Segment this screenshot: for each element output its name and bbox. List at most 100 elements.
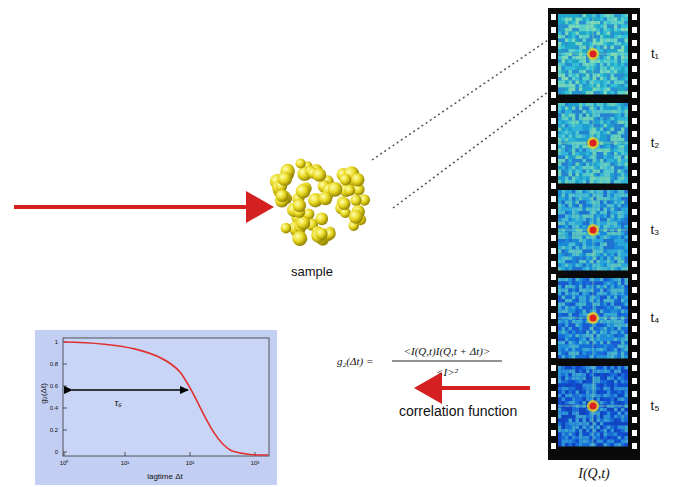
sprocket-hole bbox=[551, 222, 556, 228]
sprocket-hole bbox=[551, 248, 556, 254]
sprocket-hole bbox=[551, 14, 556, 20]
label: <I(Q,t)I(Q,t + Δt)> bbox=[404, 345, 491, 357]
label: t₁ bbox=[651, 47, 659, 61]
particle bbox=[349, 210, 363, 224]
particle bbox=[340, 174, 352, 186]
particle bbox=[296, 184, 311, 199]
speckle-frame bbox=[558, 190, 628, 271]
sprocket-hole bbox=[551, 313, 556, 319]
sprocket-hole bbox=[632, 27, 637, 33]
label: 0.4 bbox=[50, 405, 58, 412]
label: 10² bbox=[186, 460, 195, 467]
sprocket-hole bbox=[551, 300, 556, 306]
sprocket-hole bbox=[551, 105, 556, 111]
sprocket-hole bbox=[551, 53, 556, 59]
particle bbox=[276, 189, 289, 202]
sprocket-hole bbox=[632, 417, 637, 423]
sprocket-hole bbox=[551, 274, 556, 280]
sprocket-hole bbox=[551, 391, 556, 397]
sprocket-hole bbox=[551, 79, 556, 85]
sprocket-hole bbox=[551, 92, 556, 98]
sprocket-hole bbox=[551, 170, 556, 176]
projection-line bbox=[393, 92, 548, 208]
label: g₂(Δt) bbox=[40, 383, 49, 403]
sprocket-hole bbox=[632, 144, 637, 150]
particle bbox=[293, 199, 306, 212]
label: 0.2 bbox=[50, 427, 58, 434]
particle bbox=[281, 223, 292, 234]
speckle-frame bbox=[558, 366, 628, 447]
fraction-bar bbox=[392, 361, 502, 362]
sample-particles bbox=[270, 158, 370, 246]
sprocket-hole bbox=[632, 196, 637, 202]
sprocket-hole bbox=[632, 118, 637, 124]
label: 0 bbox=[55, 449, 58, 456]
label: 10³ bbox=[251, 460, 260, 467]
sprocket-hole bbox=[632, 326, 637, 332]
plot-panel bbox=[35, 330, 277, 485]
sprocket-hole bbox=[632, 430, 637, 436]
particle bbox=[312, 168, 326, 182]
label: t₄ bbox=[651, 311, 660, 325]
sprocket-holes bbox=[551, 14, 637, 449]
particle bbox=[319, 191, 333, 205]
sprocket-hole bbox=[632, 300, 637, 306]
sprocket-hole bbox=[551, 196, 556, 202]
sprocket-hole bbox=[551, 209, 556, 215]
sprocket-hole bbox=[632, 352, 637, 358]
sprocket-hole bbox=[632, 157, 637, 163]
label: I(Q,t) bbox=[578, 466, 610, 481]
sprocket-hole bbox=[632, 404, 637, 410]
speckle-frame bbox=[558, 278, 628, 359]
projection-line bbox=[372, 40, 548, 160]
sprocket-hole bbox=[551, 430, 556, 436]
label: 1 bbox=[55, 339, 58, 346]
sprocket-hole bbox=[632, 391, 637, 397]
sprocket-hole bbox=[632, 339, 637, 345]
label: 10⁰ bbox=[60, 460, 69, 467]
sprocket-hole bbox=[551, 352, 556, 358]
sprocket-hole bbox=[551, 365, 556, 371]
label: 0.8 bbox=[50, 361, 58, 368]
sprocket-hole bbox=[632, 378, 637, 384]
sprocket-hole bbox=[632, 274, 637, 280]
sprocket-hole bbox=[632, 40, 637, 46]
sprocket-hole bbox=[632, 365, 637, 371]
particle bbox=[296, 158, 306, 168]
film-strip bbox=[548, 8, 640, 460]
sprocket-hole bbox=[632, 92, 637, 98]
sprocket-hole bbox=[632, 79, 637, 85]
sprocket-hole bbox=[632, 66, 637, 72]
sprocket-hole bbox=[551, 378, 556, 384]
sprocket-hole bbox=[632, 170, 637, 176]
label: <I>² bbox=[436, 366, 458, 378]
particle bbox=[350, 195, 361, 206]
sprocket-hole bbox=[551, 235, 556, 241]
sprocket-hole bbox=[551, 339, 556, 345]
particle bbox=[292, 231, 307, 246]
sprocket-hole bbox=[551, 131, 556, 137]
sprocket-hole bbox=[632, 183, 637, 189]
sprocket-hole bbox=[551, 404, 556, 410]
sprocket-hole bbox=[632, 131, 637, 137]
sprocket-hole bbox=[551, 261, 556, 267]
sprocket-hole bbox=[632, 105, 637, 111]
sprocket-hole bbox=[551, 417, 556, 423]
sprocket-hole bbox=[551, 27, 556, 33]
speckle-frames bbox=[558, 14, 628, 447]
particle bbox=[338, 197, 351, 210]
speckle-frame bbox=[558, 103, 628, 184]
correlation-curve bbox=[64, 342, 268, 455]
label: sample bbox=[291, 265, 333, 279]
tau-arrow bbox=[72, 389, 188, 390]
label: g₂(Δt) = bbox=[337, 355, 373, 367]
plot-area bbox=[63, 338, 269, 456]
label: 10¹ bbox=[121, 460, 130, 467]
sprocket-hole bbox=[632, 287, 637, 293]
sprocket-hole bbox=[551, 443, 556, 449]
particle bbox=[344, 185, 355, 196]
label: τₛ bbox=[115, 396, 122, 408]
axis-ticks bbox=[63, 342, 255, 456]
sprocket-hole bbox=[632, 313, 637, 319]
label: t₅ bbox=[651, 399, 660, 413]
